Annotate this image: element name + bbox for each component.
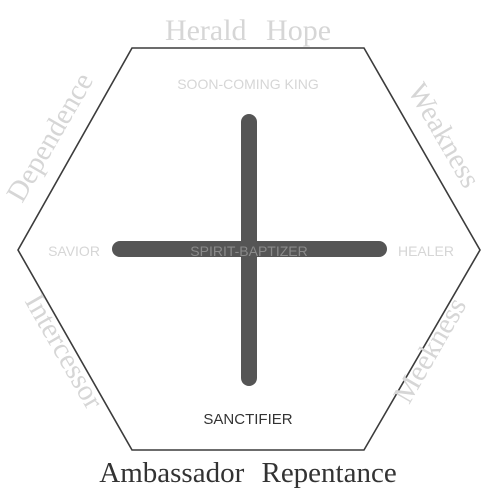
cross-label-bottom: SANCTIFIER [203, 411, 292, 428]
cross-label-left: SAVIOR [48, 243, 100, 259]
edge-label-top: Herald Hope [165, 14, 331, 47]
cross-label-top: SOON-COMING KING [177, 76, 319, 92]
edge-label-upper-left: Dependence [1, 67, 100, 207]
cross-label-right: HEALER [398, 243, 454, 259]
edge-label-lower-right: Meekness [387, 292, 473, 408]
hexagon-outline [17, 47, 481, 451]
edge-label-lower-left: Intercessor [18, 288, 109, 414]
cross-label-center: SPIRIT-BAPTIZER [190, 243, 307, 259]
edge-label-bottom: Ambassador Repentance [99, 457, 396, 489]
